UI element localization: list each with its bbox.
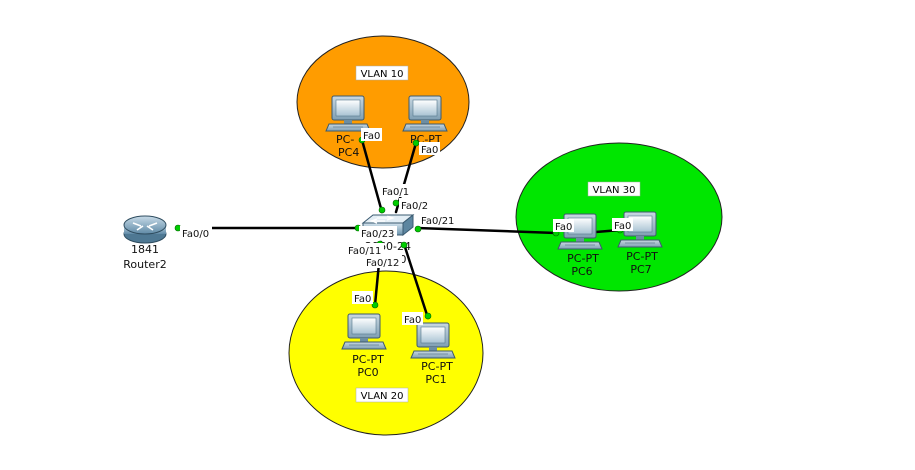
port-label-sw-fa011: Fa0/11 (348, 246, 381, 257)
pc1-type-label: PC-PT (421, 360, 453, 373)
port-labels: Fa0/0 Fa0/1 Fa0/2 Fa0/21 Fa0/23 Fa0/11 F… (180, 128, 633, 326)
port-dot-sw-fa02 (392, 199, 400, 207)
port-label-pc4-fa0: Fa0 (363, 131, 380, 142)
router-model-label: 1841 (131, 243, 159, 256)
port-dot-sw-fa012 (400, 241, 408, 249)
router-icon (132, 222, 158, 231)
router2[interactable] (123, 215, 167, 244)
vlan-10-zone (296, 35, 470, 169)
port-label-pc1-fa0: Fa0 (404, 315, 421, 326)
port-label-pc7-fa0: Fa0 (614, 221, 631, 232)
pc-icon (410, 322, 456, 359)
port-label-pc6-fa0: Fa0 (555, 222, 572, 233)
vlan-20-label: VLAN 20 (355, 387, 409, 403)
pc6-type-label: PC-PT (567, 252, 599, 265)
link-switch-pc4[interactable] (360, 138, 384, 214)
vlan-20-zone (288, 270, 484, 436)
port-label-pc0-fa0: Fa0 (354, 294, 371, 305)
pc5[interactable] (402, 95, 448, 132)
port-dot-pc1 (424, 312, 432, 320)
link-switch-pc6[interactable] (415, 226, 558, 235)
vlan-20-label-text: VLAN 20 (361, 391, 404, 402)
switch-icon (369, 215, 395, 224)
port-dot-sw-fa021 (414, 225, 422, 233)
port-label-sw-fa023: Fa0/23 (361, 229, 394, 240)
pc1[interactable] (410, 322, 456, 359)
port-dot-sw-fa01 (378, 206, 386, 214)
pc0-name-label: PC0 (357, 366, 378, 379)
pc0-type-label: PC-PT (352, 353, 384, 366)
pc0[interactable] (341, 313, 387, 350)
port-dot-pc5 (412, 139, 420, 147)
pc1-name-label: PC1 (425, 373, 446, 386)
vlan-30-label: VLAN 30 (587, 181, 641, 197)
port-dots (174, 136, 624, 320)
router-name-label: Router2 (123, 258, 166, 271)
pc7-type-label: PC-PT (626, 250, 658, 263)
port-label-sw-fa02: Fa0/2 (401, 201, 428, 212)
port-label-sw-fa021: Fa0/21 (421, 216, 454, 227)
vlan-10-label-text: VLAN 10 (361, 69, 404, 80)
vlan-30-zone (515, 142, 723, 292)
pc6-name-label: PC6 (571, 265, 592, 278)
port-label-pc5-fa0: Fa0 (421, 145, 438, 156)
pc-icon (402, 95, 448, 132)
links (176, 138, 622, 320)
vlan-30-label-text: VLAN 30 (593, 185, 636, 196)
pc4-name-label: PC4 (338, 146, 359, 159)
pc-icon (341, 313, 387, 350)
pc-icon (325, 95, 371, 132)
port-dot-pc0 (371, 301, 379, 309)
vlan-10-label: VLAN 10 (355, 65, 409, 81)
port-label-sw-fa012: Fa0/12 (366, 258, 399, 269)
pc7-name-label: PC7 (630, 263, 651, 276)
switch-name-label: 0 (400, 253, 407, 266)
port-label-sw-fa01: Fa0/1 (382, 187, 409, 198)
pc4-type-label: PC- (336, 133, 354, 146)
pc4[interactable] (325, 95, 371, 132)
link-switch-pc1[interactable] (402, 242, 430, 320)
port-label-router-fa00: Fa0/0 (182, 229, 209, 240)
